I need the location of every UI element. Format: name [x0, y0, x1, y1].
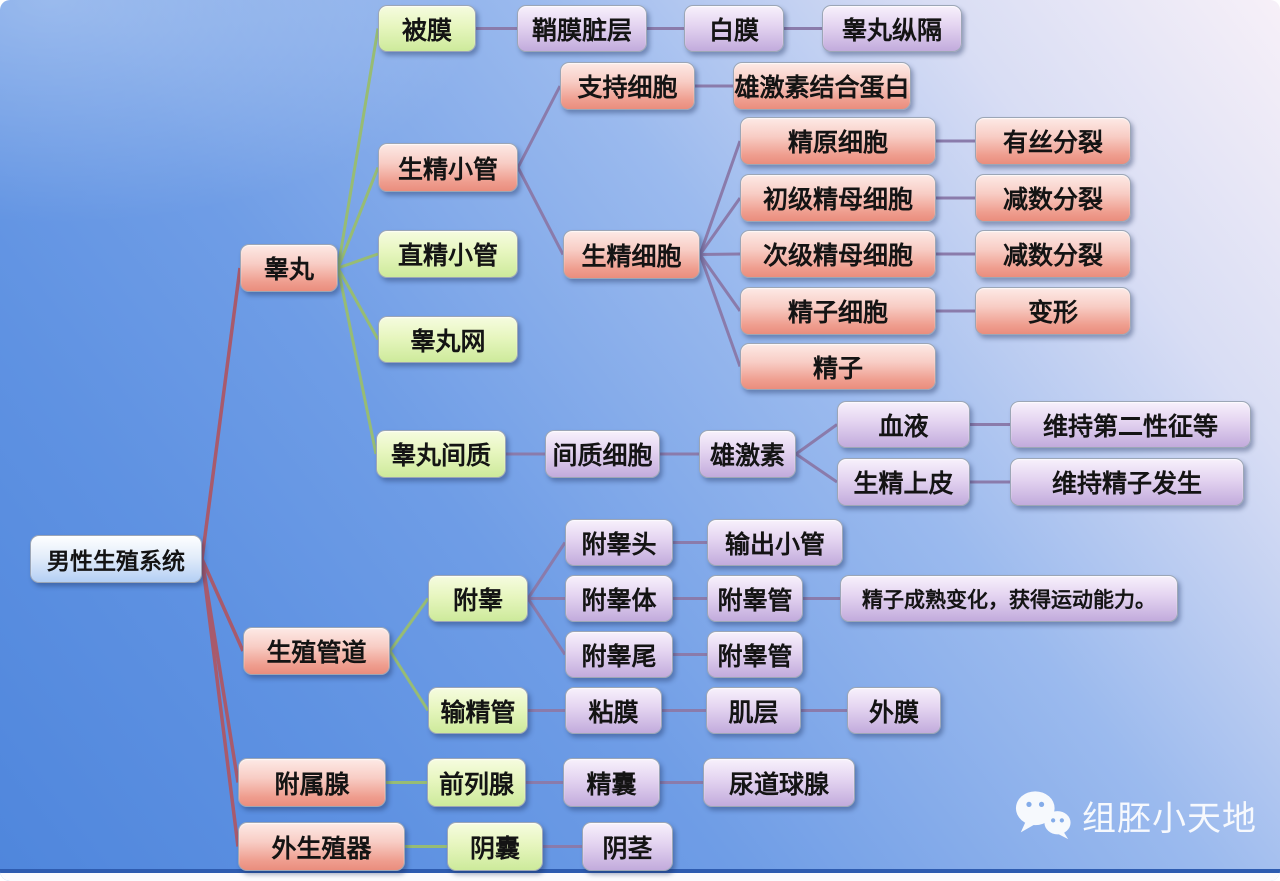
node-rete-testis: 睾丸网 — [378, 316, 518, 363]
node-interstitium: 睾丸间质 — [376, 430, 506, 478]
edge-testis-capsule — [336, 28, 380, 269]
node-androgen: 雄激素 — [699, 430, 796, 478]
node-root: 男性生殖系统 — [30, 535, 202, 583]
edge-seminiferous-tubule-spermatogenic-cell — [516, 166, 565, 256]
node-epididymis: 附睾 — [428, 575, 528, 622]
node-maturation-note: 精子成熟变化，获得运动能力。 — [840, 575, 1178, 622]
edge-testis-rete-testis — [336, 267, 380, 341]
watermark-text: 组胚小天地 — [1082, 799, 1257, 838]
node-epididymal-duct-2: 附睾管 — [707, 631, 803, 678]
node-seminiferous-tubule: 生精小管 — [378, 143, 518, 192]
node-blood: 血液 — [837, 401, 970, 448]
edge-root-genital-duct — [200, 558, 245, 652]
node-spermatogenic-cell: 生精细胞 — [563, 230, 700, 279]
edge-testis-straight-tubule — [337, 252, 379, 270]
bottom-edge-line — [0, 869, 1280, 873]
node-epididymis-head: 附睾头 — [565, 519, 673, 566]
edge-root-testis — [200, 267, 242, 560]
edge-spermatogenic-cell-spermatid — [698, 253, 742, 312]
edge-epididymis-epididymis-tail — [526, 597, 567, 656]
node-spermatogenic-epithelium: 生精上皮 — [837, 458, 970, 506]
node-sertoli-cell: 支持细胞 — [560, 62, 695, 110]
node-testis: 睾丸 — [240, 244, 338, 292]
node-straight-tubule: 直精小管 — [378, 230, 518, 278]
node-abp: 雄激素结合蛋白 — [733, 62, 911, 110]
node-spermatogonium: 精原细胞 — [740, 117, 936, 165]
node-transformation: 变形 — [975, 287, 1131, 335]
edge-epididymis-epididymis-head — [526, 541, 567, 600]
node-bulbourethral-gland: 尿道球腺 — [703, 758, 855, 807]
bottom-edge-strip — [0, 873, 1280, 881]
node-spermatid: 精子细胞 — [740, 287, 936, 335]
edge-spermatogenic-cell-sperm — [698, 253, 742, 368]
node-genital-duct: 生殖管道 — [243, 627, 390, 675]
node-scrotum: 阴囊 — [447, 822, 543, 871]
edge-spermatogenic-cell-primary-spermatocyte — [698, 197, 742, 256]
node-mediastinum: 睾丸纵隔 — [822, 5, 962, 52]
node-accessory-gland: 附属腺 — [238, 758, 386, 807]
node-ductus-deferens: 输精管 — [428, 687, 528, 734]
node-epididymal-duct-1: 附睾管 — [707, 575, 803, 622]
node-penis: 阴茎 — [582, 822, 673, 871]
edge-genital-duct-epididymis — [388, 597, 430, 652]
node-albuginea: 白膜 — [684, 5, 784, 52]
node-maintain-spermatogenesis: 维持精子发生 — [1010, 458, 1244, 506]
edge-root-external-genitalia — [200, 558, 240, 847]
node-visceral-tunica: 鞘膜脏层 — [517, 5, 647, 52]
edge-genital-duct-ductus-deferens — [388, 650, 430, 712]
node-meiosis-2: 减数分裂 — [975, 230, 1131, 278]
node-interstitial-cell: 间质细胞 — [545, 430, 660, 478]
node-external-genitalia: 外生殖器 — [238, 822, 405, 871]
edge-spermatogenic-cell-secondary-spermatocyte — [699, 252, 741, 256]
node-maintain-secondary-sex: 维持第二性征等 — [1010, 401, 1251, 448]
node-mitosis: 有丝分裂 — [975, 117, 1131, 165]
node-mucosa: 粘膜 — [565, 687, 662, 734]
node-meiosis-1: 减数分裂 — [975, 174, 1131, 222]
node-sperm: 精子 — [740, 343, 936, 390]
watermark: 组胚小天地 — [1014, 788, 1257, 842]
wechat-icon — [1014, 788, 1072, 842]
node-prostate: 前列腺 — [427, 758, 526, 807]
edge-seminiferous-tubule-sertoli-cell — [516, 85, 562, 169]
node-primary-spermatocyte: 初级精母细胞 — [740, 174, 936, 222]
node-epididymis-tail: 附睾尾 — [565, 631, 673, 678]
node-adventitia: 外膜 — [847, 687, 941, 734]
edge-testis-interstitium — [336, 267, 378, 455]
edge-testis-seminiferous-tubule — [336, 166, 380, 269]
node-epididymis-body: 附睾体 — [565, 575, 673, 622]
node-seminal-vesicle: 精囊 — [563, 758, 660, 807]
edge-androgen-blood — [795, 423, 838, 456]
edge-spermatogenic-cell-spermatogonium — [698, 140, 742, 255]
node-muscular-layer: 肌层 — [706, 687, 801, 734]
node-secondary-spermatocyte: 次级精母细胞 — [740, 230, 936, 278]
node-efferent-ductule: 输出小管 — [707, 519, 843, 566]
edge-androgen-spermatogenic-epithelium — [795, 452, 838, 484]
node-capsule: 被膜 — [378, 5, 476, 52]
